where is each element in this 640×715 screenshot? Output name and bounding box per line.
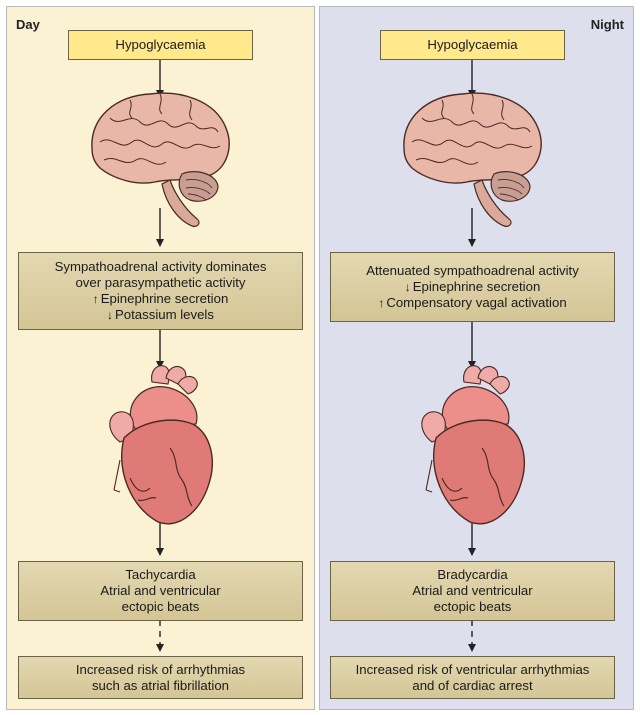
day-risk-line1: Increased risk of arrhythmias bbox=[75, 661, 246, 677]
night-rhythm-line1: Bradycardia bbox=[437, 567, 508, 582]
day-heart-illustration bbox=[109, 364, 214, 525]
day-autonomic-line3: Epinephrine secretion bbox=[100, 291, 229, 306]
day-risk-line2: such as atrial fibrillation bbox=[91, 677, 230, 693]
day-rhythm-box: Tachycardia Atrial and ventricular ectop… bbox=[18, 561, 303, 621]
night-autonomic-box: Attenuated sympathoadrenal activity ↓Epi… bbox=[330, 252, 615, 322]
day-rhythm-line3: ectopic beats bbox=[121, 599, 200, 614]
night-risk-line2: and of cardiac arrest bbox=[412, 677, 533, 693]
day-rhythm-line1: Tachycardia bbox=[125, 567, 196, 582]
night-rhythm-line3: ectopic beats bbox=[433, 599, 512, 614]
day-brain-illustration bbox=[91, 92, 230, 228]
day-autonomic-line1: Sympathoadrenal activity dominates bbox=[54, 259, 267, 274]
day-rhythm-line2: Atrial and ventricular bbox=[100, 583, 221, 598]
night-label: Night bbox=[590, 17, 624, 32]
day-autonomic-box: Sympathoadrenal activity dominates over … bbox=[18, 252, 303, 330]
night-rhythm-box: Bradycardia Atrial and ventricular ectop… bbox=[330, 561, 615, 621]
night-autonomic-line1: Attenuated sympathoadrenal activity bbox=[366, 263, 579, 278]
night-risk-box: Increased risk of ventricular arrhythmia… bbox=[330, 656, 615, 699]
day-trigger-text: Hypoglycaemia bbox=[115, 37, 206, 52]
day-risk-box: Increased risk of arrhythmias such as at… bbox=[18, 656, 303, 699]
night-autonomic-line3: Compensatory vagal activation bbox=[386, 295, 567, 310]
night-rhythm-line2: Atrial and ventricular bbox=[412, 583, 533, 598]
up-arrow-icon: ↑ bbox=[92, 292, 99, 306]
day-autonomic-line2: over parasympathetic activity bbox=[75, 275, 246, 290]
night-risk-line1: Increased risk of ventricular arrhythmia… bbox=[355, 661, 590, 677]
down-arrow-icon: ↓ bbox=[404, 280, 411, 294]
night-heart-illustration bbox=[421, 364, 526, 525]
day-label: Day bbox=[16, 17, 40, 32]
day-autonomic-line4: Potassium levels bbox=[115, 307, 214, 322]
up-arrow-icon: ↑ bbox=[378, 296, 385, 310]
night-trigger-box: Hypoglycaemia bbox=[380, 30, 565, 60]
night-trigger-text: Hypoglycaemia bbox=[427, 37, 518, 52]
night-autonomic-line2: Epinephrine secretion bbox=[412, 279, 541, 294]
down-arrow-icon: ↓ bbox=[107, 308, 114, 322]
night-brain-illustration bbox=[403, 92, 542, 228]
day-trigger-box: Hypoglycaemia bbox=[68, 30, 253, 60]
